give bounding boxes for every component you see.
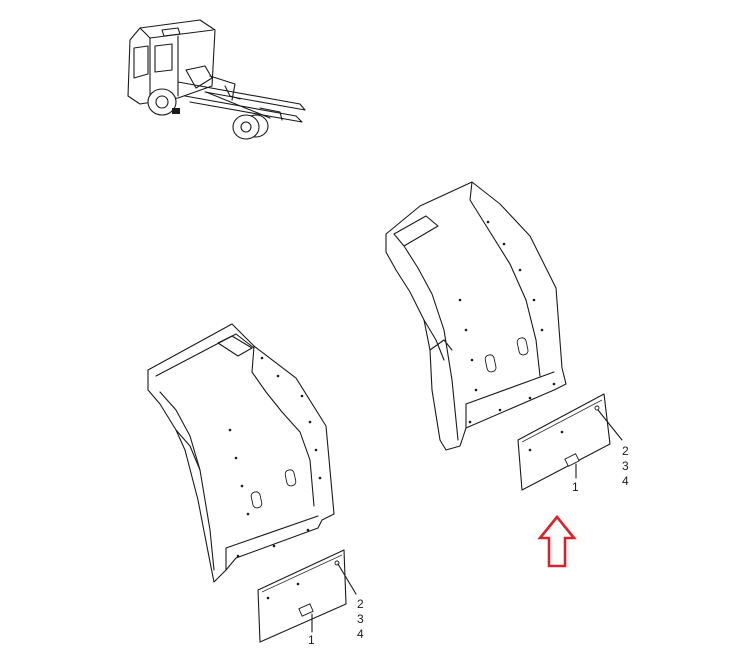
right-plate-callout-2: 2 <box>622 444 629 458</box>
right-plate-callout-3: 3 <box>622 459 629 473</box>
left-mudflap-plate <box>257 549 357 643</box>
right-mudguard <box>385 181 567 451</box>
left-plate-callout-4: 4 <box>357 627 364 641</box>
left-plate-callout-3: 3 <box>357 612 364 626</box>
left-mudguard <box>147 323 335 583</box>
right-plate-callout-1: 1 <box>572 480 579 494</box>
right-plate-callout-4: 4 <box>622 474 629 488</box>
right-mudflap-plate <box>517 393 623 491</box>
left-plate-callout-2: 2 <box>357 597 364 611</box>
truck-chassis-thumbnail <box>127 19 306 140</box>
up-arrow-icon <box>537 514 577 568</box>
left-plate-callout-1: 1 <box>308 633 315 647</box>
